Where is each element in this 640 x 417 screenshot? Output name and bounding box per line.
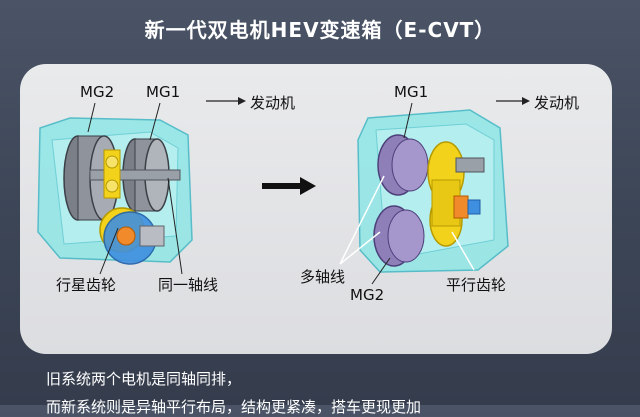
- old-transmission-illustration: [37, 117, 193, 265]
- label-engine-right: 发动机: [534, 94, 580, 112]
- multi-axis-leader-1: [339, 175, 385, 265]
- caption-line-2: 而新系统则是异轴平行布局，结构更紧凑，搭车更现更加: [46, 398, 422, 416]
- planetary-leader: [99, 227, 119, 275]
- coaxial-leader: [167, 177, 183, 275]
- mg2-leader: [87, 102, 96, 133]
- label-coaxial: 同一轴线: [158, 276, 219, 294]
- label-mg2-left: MG2: [80, 83, 115, 101]
- page-title: 新一代双电机HEV变速箱（E-CVT）: [144, 18, 496, 42]
- label-mg1-left: MG1: [146, 83, 181, 101]
- caption-line-1: 旧系统两个电机是同轴同排，: [46, 370, 242, 388]
- multi-axis-leader-2: [339, 231, 381, 265]
- label-engine-left: 发动机: [250, 94, 296, 112]
- label-mg1-right: MG1: [394, 83, 429, 101]
- label-multi-axis: 多轴线: [300, 268, 346, 286]
- mg1-leader: [149, 102, 161, 141]
- transmission-diagram: [37, 97, 530, 285]
- parallel-gear-leader: [451, 231, 475, 271]
- new-transmission-illustration: [357, 109, 509, 273]
- mg2-leader-right: [371, 257, 391, 285]
- mg1-leader-right: [403, 102, 413, 139]
- label-parallel-gear: 平行齿轮: [446, 276, 507, 294]
- label-planetary-gear: 行星齿轮: [56, 276, 117, 294]
- label-mg2-right: MG2: [350, 286, 385, 304]
- transition-arrow: [262, 177, 316, 195]
